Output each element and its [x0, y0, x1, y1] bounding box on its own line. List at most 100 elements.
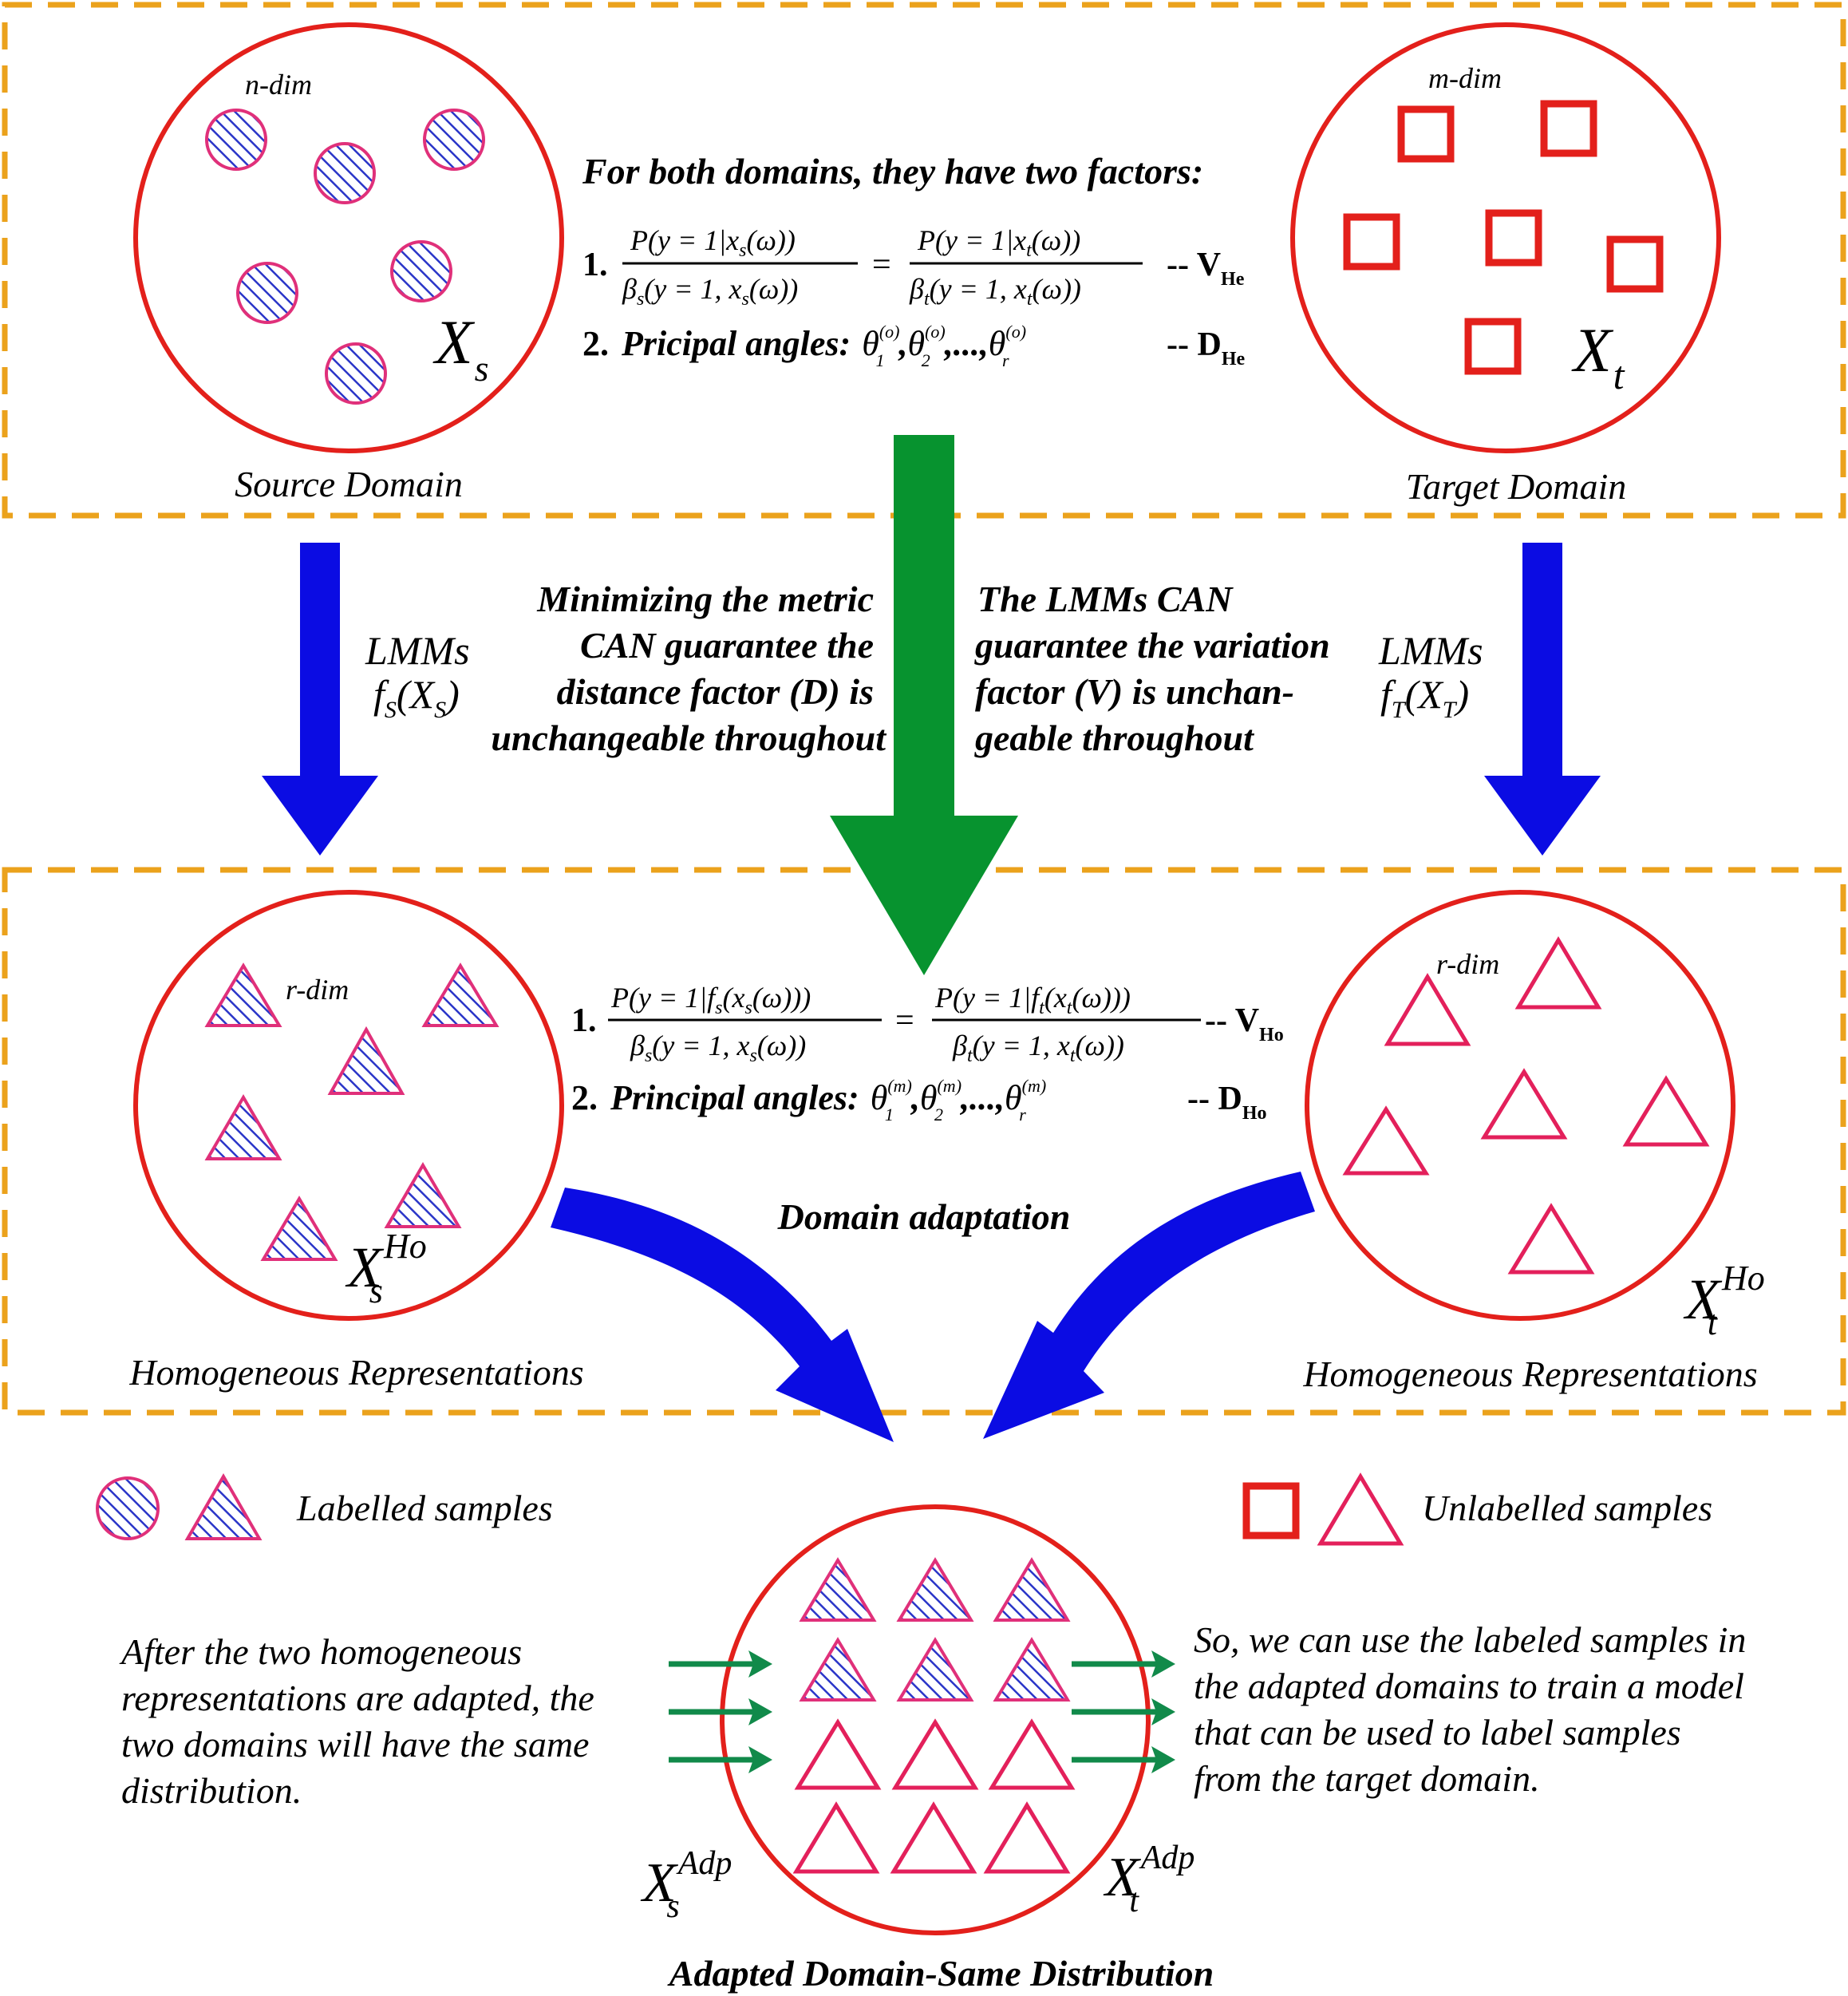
unlabelled-sample-square [1397, 105, 1455, 163]
incoming-arrow-head [748, 1650, 772, 1678]
variation-note-line: The LMMs CAN [977, 579, 1234, 619]
factor-1-left-denominator: βs(y = 1, xs(ω)) [622, 273, 798, 310]
factor-1-number: 1. [582, 247, 608, 283]
target-mapping-label: fT(XT) [1380, 672, 1469, 723]
legend-labelled-circle-icon [96, 1476, 160, 1540]
labelled-sample-triangle [799, 1637, 877, 1702]
result-line: from the target domain. [1194, 1758, 1540, 1799]
homog-factor-1-tag: -- VHo [1205, 1002, 1284, 1045]
top-section-frame [2, 2, 1846, 519]
labelled-sample-triangle [204, 1094, 282, 1160]
homog-factor-2-tag: -- DHo [1187, 1081, 1266, 1124]
result-line: the adapted domains to train a model [1194, 1666, 1744, 1706]
unlabelled-sample-triangle [1622, 1075, 1710, 1147]
source-mapping-label: fS(XS) [373, 672, 460, 723]
unlabelled-sample-triangle [1480, 1068, 1568, 1140]
adaptation-arrow-left [551, 1188, 894, 1442]
labelled-sample-triangle [204, 962, 282, 1027]
heterogeneous-factors: For both domains, they have two factors:… [582, 151, 1245, 370]
domain-adaptation-label: Domain adaptation [777, 1196, 1071, 1237]
labelled-sample-triangle [993, 1637, 1071, 1702]
homog-factor-1-left-numerator: P(y = 1|fs(xs(ω))) [610, 982, 811, 1018]
labelled-sample-circle [205, 109, 267, 171]
lmm-right-label: LMMs fT(XT) [1378, 628, 1483, 723]
labelled-sample-triangle [260, 1196, 338, 1261]
unlabelled-sample-triangle [792, 1801, 880, 1874]
variation-note-line: factor (V) is unchan- [975, 671, 1294, 712]
outgoing-arrow-head [1151, 1746, 1175, 1773]
labelled-sample-triangle [421, 962, 500, 1027]
homogeneous-target-dim-label: r-dim [1436, 948, 1499, 980]
distance-note-line: Minimizing the metric [536, 579, 874, 619]
labelled-sample-circle [236, 262, 298, 324]
source-dim-label: n-dim [245, 69, 312, 101]
factor-2-line: 2.Pricipal angles:θ(o)1,θ(o)2,...,θ(o)r [582, 322, 1026, 370]
result-line: So, we can use the labeled samples in [1194, 1619, 1746, 1660]
target-set-label: Xt [1571, 315, 1625, 397]
target-domain-caption: Target Domain [1406, 466, 1626, 507]
adaptation-explanation: After the two homogeneous representation… [119, 1631, 594, 1811]
unlabelled-sample-triangle [1384, 973, 1471, 1046]
source-lmm-arrow [262, 543, 378, 856]
explanation-line: After the two homogeneous [119, 1631, 522, 1672]
target-lmm-label: LMMs [1378, 628, 1483, 673]
target-domain: m-dim Xt Target Domain [1290, 22, 1721, 507]
homogeneous-source-caption: Homogeneous Representations [128, 1352, 583, 1393]
factor-2-tag: -- DHe [1167, 326, 1245, 370]
legend-labelled-triangle-icon [184, 1472, 263, 1540]
outgoing-arrow-head [1151, 1650, 1175, 1678]
distance-note-line: distance factor (D) is [557, 671, 874, 712]
source-domain-caption: Source Domain [235, 464, 463, 504]
target-dim-label: m-dim [1428, 62, 1502, 94]
legend: Labelled samples Unlabelled samples [96, 1472, 1712, 1546]
variation-note-line: guarantee the variation [974, 625, 1330, 666]
unlabelled-sample-square [1464, 318, 1522, 375]
outgoing-arrows [1072, 1650, 1175, 1773]
outgoing-arrow-head [1151, 1698, 1175, 1725]
homogeneous-factors: 1. P(y = 1|fs(xs(ω))) βs(y = 1, xs(ω)) =… [571, 982, 1284, 1237]
unlabelled-sample-square [1343, 213, 1400, 271]
unlabelled-sample-triangle [1514, 936, 1602, 1010]
distance-factor-note: Minimizing the metric CAN guarantee the … [491, 579, 886, 758]
factor-1-equals: = [872, 247, 891, 283]
source-domain-ring [133, 22, 564, 453]
distance-note-line: unchangeable throughout [491, 717, 886, 758]
adapted-domain-caption: Adapted Domain-Same Distribution [667, 1953, 1214, 1994]
labelled-sample-triangle [993, 1557, 1071, 1622]
unlabelled-sample-triangle [1342, 1105, 1430, 1176]
unlabelled-sample-square [1540, 100, 1597, 157]
unlabelled-sample-triangle [891, 1718, 979, 1790]
variation-note-line: geable throughout [974, 717, 1254, 758]
result-explanation: So, we can use the labeled samples in th… [1194, 1619, 1746, 1799]
green-down-arrow [830, 435, 1018, 975]
explanation-line: distribution. [121, 1770, 302, 1811]
incoming-arrows [669, 1650, 772, 1773]
factor-1-left-numerator: P(y = 1|xs(ω)) [630, 224, 796, 261]
unlabelled-sample-triangle [1507, 1203, 1595, 1275]
homogeneous-target-ring [1305, 890, 1735, 1321]
unlabelled-sample-square [1485, 209, 1542, 267]
homog-factor-1-left-denominator: βs(y = 1, xs(ω)) [630, 1030, 806, 1066]
homogeneous-target-caption: Homogeneous Representations [1302, 1354, 1757, 1394]
factors-heading: For both domains, they have two factors: [582, 151, 1203, 192]
explanation-line: two domains will have the same [121, 1724, 589, 1765]
homog-factor-2-line: 2.Principal angles:θ(m)1,θ(m)2,...,θ(m)r [571, 1076, 1046, 1124]
homogeneous-source-dim-label: r-dim [286, 974, 349, 1006]
incoming-arrow-head [748, 1698, 772, 1725]
incoming-arrow-head [748, 1746, 772, 1773]
homog-factor-1-right-numerator: P(y = 1|ft(xt(ω))) [934, 982, 1131, 1018]
legend-unlabelled-square-icon [1242, 1482, 1300, 1539]
variation-factor-note: The LMMs CAN guarantee the variation fac… [974, 579, 1330, 758]
factor-1-right-denominator: βt(y = 1, xt(ω)) [909, 273, 1081, 310]
source-lmm-label: LMMs [365, 628, 470, 673]
factor-1-tag: -- VHe [1167, 247, 1245, 290]
unlabelled-sample-triangle [988, 1718, 1076, 1790]
labelled-sample-triangle [384, 1162, 462, 1228]
